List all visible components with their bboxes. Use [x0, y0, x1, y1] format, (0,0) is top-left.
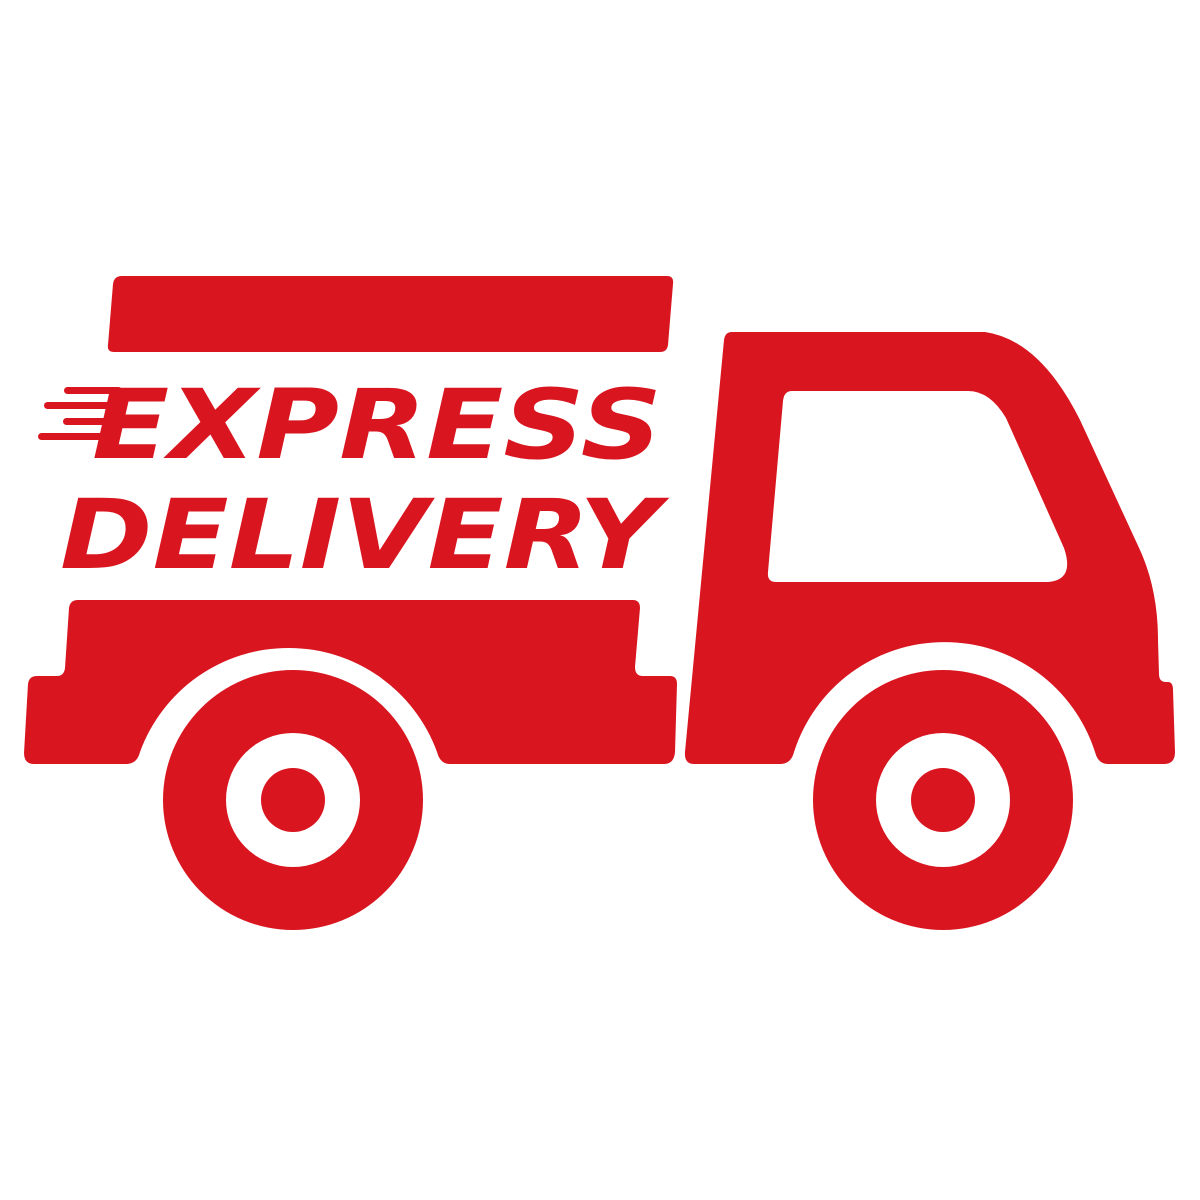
front-wheel	[813, 670, 1073, 930]
cargo-roof-bar	[107, 276, 674, 352]
logo-line-express: EXPRESS	[92, 369, 662, 481]
logo-line-delivery: DELIVERY	[60, 479, 670, 591]
speed-lines-icon	[38, 387, 122, 440]
rear-wheel	[163, 670, 423, 930]
cab-window	[767, 391, 1068, 582]
cargo-body	[24, 600, 677, 764]
